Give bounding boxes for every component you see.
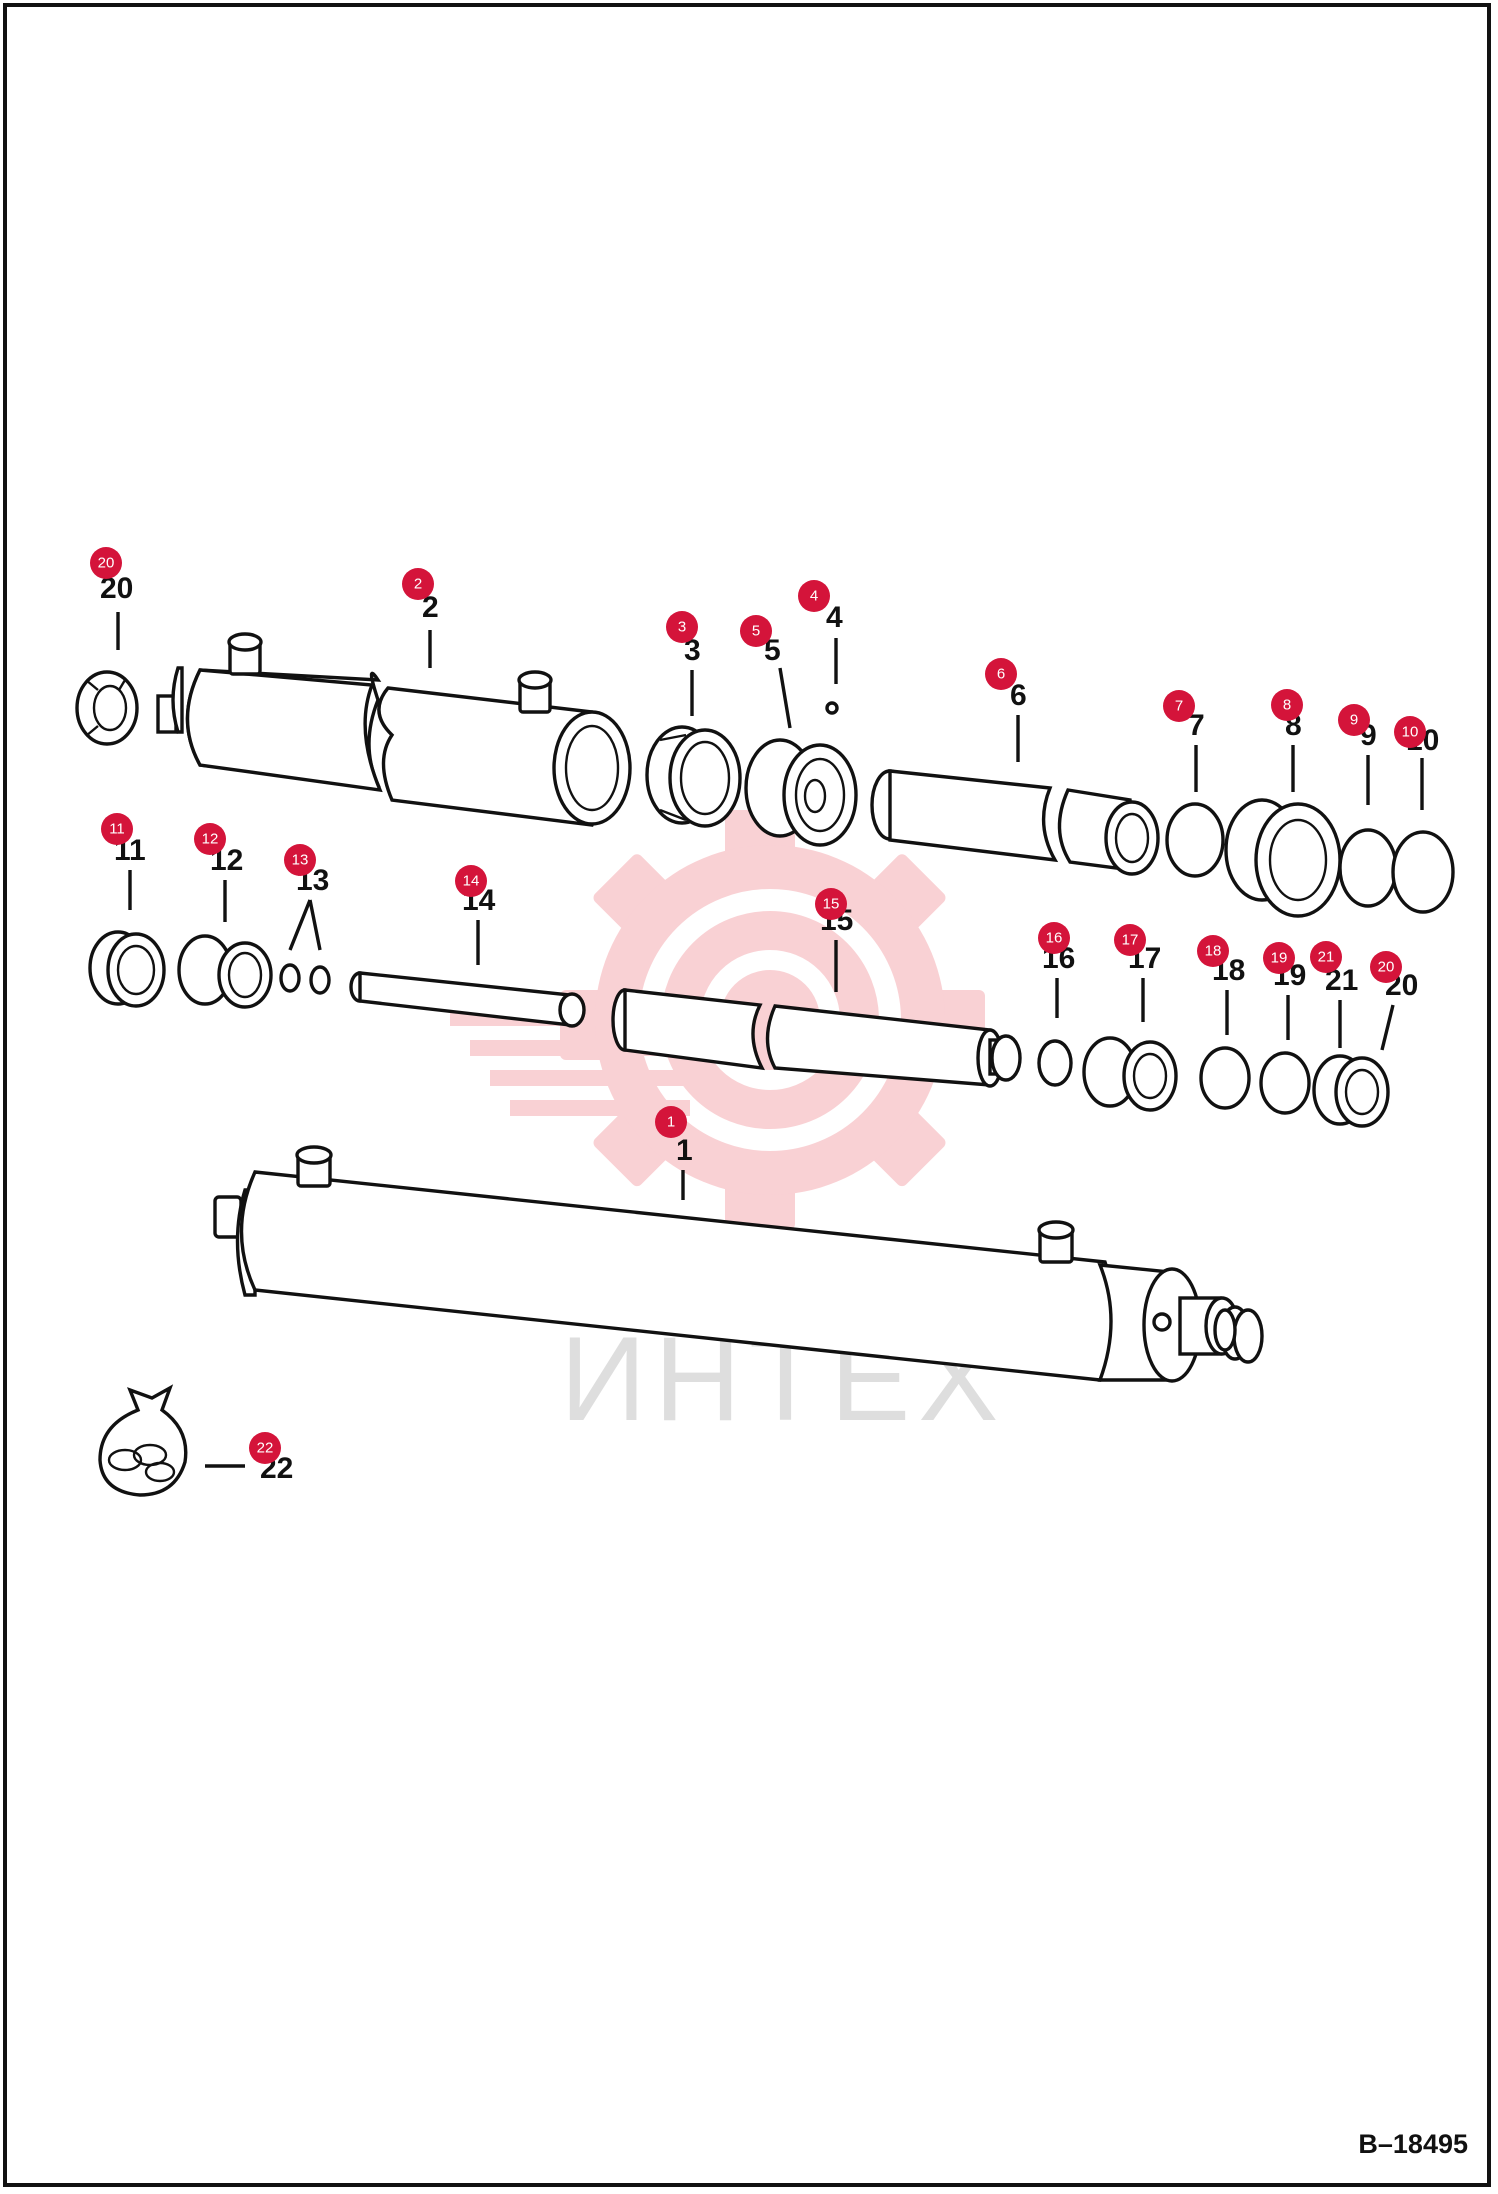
callout-3: 3: [684, 634, 701, 667]
part-22-seal-kit-bag: [98, 1384, 188, 1497]
part-13-oring-b: [309, 965, 331, 995]
part-20-nut: [75, 670, 139, 746]
badge-3: 3: [666, 611, 698, 643]
svg-text:6: 6: [997, 666, 1005, 683]
drawing-number: B–18495: [1358, 2129, 1468, 2159]
callout-5: 5: [764, 634, 781, 667]
part-18-ring: [1199, 1046, 1251, 1110]
part-3-piston-seal: [645, 725, 742, 828]
svg-text:18: 18: [1205, 943, 1222, 960]
callout-2: 2: [422, 591, 439, 624]
svg-text:14: 14: [463, 873, 480, 890]
part-14-tube: [349, 971, 586, 1028]
badge-6: 6: [985, 658, 1017, 690]
svg-text:15: 15: [823, 896, 840, 913]
svg-text:22: 22: [257, 1440, 274, 1457]
badge-19: 19: [1263, 942, 1295, 974]
badge-17: 17: [1114, 924, 1146, 956]
part-10-ring: [1391, 830, 1455, 914]
badge-12: 12: [194, 823, 226, 855]
part-13-oring-a: [279, 963, 301, 993]
svg-text:19: 19: [1271, 950, 1288, 967]
badge-7: 7: [1163, 690, 1195, 722]
svg-text:16: 16: [1046, 930, 1063, 947]
part-8-gland: [1224, 798, 1342, 918]
red-badges: 20 2 3 4 5 6 7 8 9 10 11 12 13 14 15 16 …: [90, 547, 1426, 1464]
part-9-ring: [1338, 828, 1398, 908]
badge-2: 2: [402, 568, 434, 600]
callout-6: 6: [1010, 679, 1027, 712]
badge-20a: 20: [90, 547, 122, 579]
svg-text:1: 1: [667, 1114, 675, 1131]
part-15-piston-rod: [611, 988, 1022, 1088]
part-2-cylinder-barrel: [156, 632, 632, 827]
badge-16: 16: [1038, 922, 1070, 954]
badge-20b: 20: [1370, 951, 1402, 983]
drawing-frame: [3, 3, 1491, 2187]
badge-1: 1: [655, 1106, 687, 1138]
badge-8: 8: [1271, 689, 1303, 721]
svg-text:3: 3: [678, 619, 686, 636]
svg-text:4: 4: [810, 588, 818, 605]
svg-text:9: 9: [1350, 712, 1358, 729]
part-12-bushing: [177, 934, 273, 1009]
svg-text:8: 8: [1283, 697, 1291, 714]
part-19-ring: [1259, 1051, 1311, 1115]
badge-15: 15: [815, 888, 847, 920]
badge-11: 11: [101, 813, 133, 845]
part-16-ring: [1037, 1039, 1073, 1087]
svg-text:5: 5: [752, 623, 760, 640]
svg-text:13: 13: [292, 852, 309, 869]
svg-text:20: 20: [98, 555, 115, 572]
part-6-rod: [870, 769, 1160, 876]
part-1-cylinder-assembly: [213, 1145, 1264, 1383]
badge-22: 22: [249, 1432, 281, 1464]
badge-5: 5: [740, 615, 772, 647]
part-17-bushing: [1082, 1036, 1178, 1112]
leader-lines: [116, 612, 1424, 1468]
svg-text:20: 20: [1378, 959, 1395, 976]
part-4-ball: [825, 701, 839, 715]
badge-21: 21: [1310, 941, 1342, 973]
callout-1: 1: [676, 1134, 693, 1167]
part-21-nut: [1312, 1054, 1390, 1128]
badge-13: 13: [284, 844, 316, 876]
callout-7: 7: [1188, 709, 1205, 742]
badge-9: 9: [1338, 704, 1370, 736]
svg-text:7: 7: [1175, 698, 1183, 715]
svg-text:12: 12: [202, 831, 219, 848]
part-7-ring: [1165, 802, 1225, 878]
svg-text:10: 10: [1402, 724, 1419, 741]
svg-text:21: 21: [1318, 949, 1335, 966]
badge-14: 14: [455, 865, 487, 897]
svg-text:17: 17: [1122, 932, 1139, 949]
part-11-seal: [88, 930, 166, 1008]
part-5-piston: [744, 738, 858, 847]
callout-4: 4: [826, 601, 843, 634]
svg-text:2: 2: [414, 576, 422, 593]
badge-4: 4: [798, 580, 830, 612]
badge-10: 10: [1394, 716, 1426, 748]
badge-18: 18: [1197, 935, 1229, 967]
svg-text:11: 11: [109, 821, 125, 838]
